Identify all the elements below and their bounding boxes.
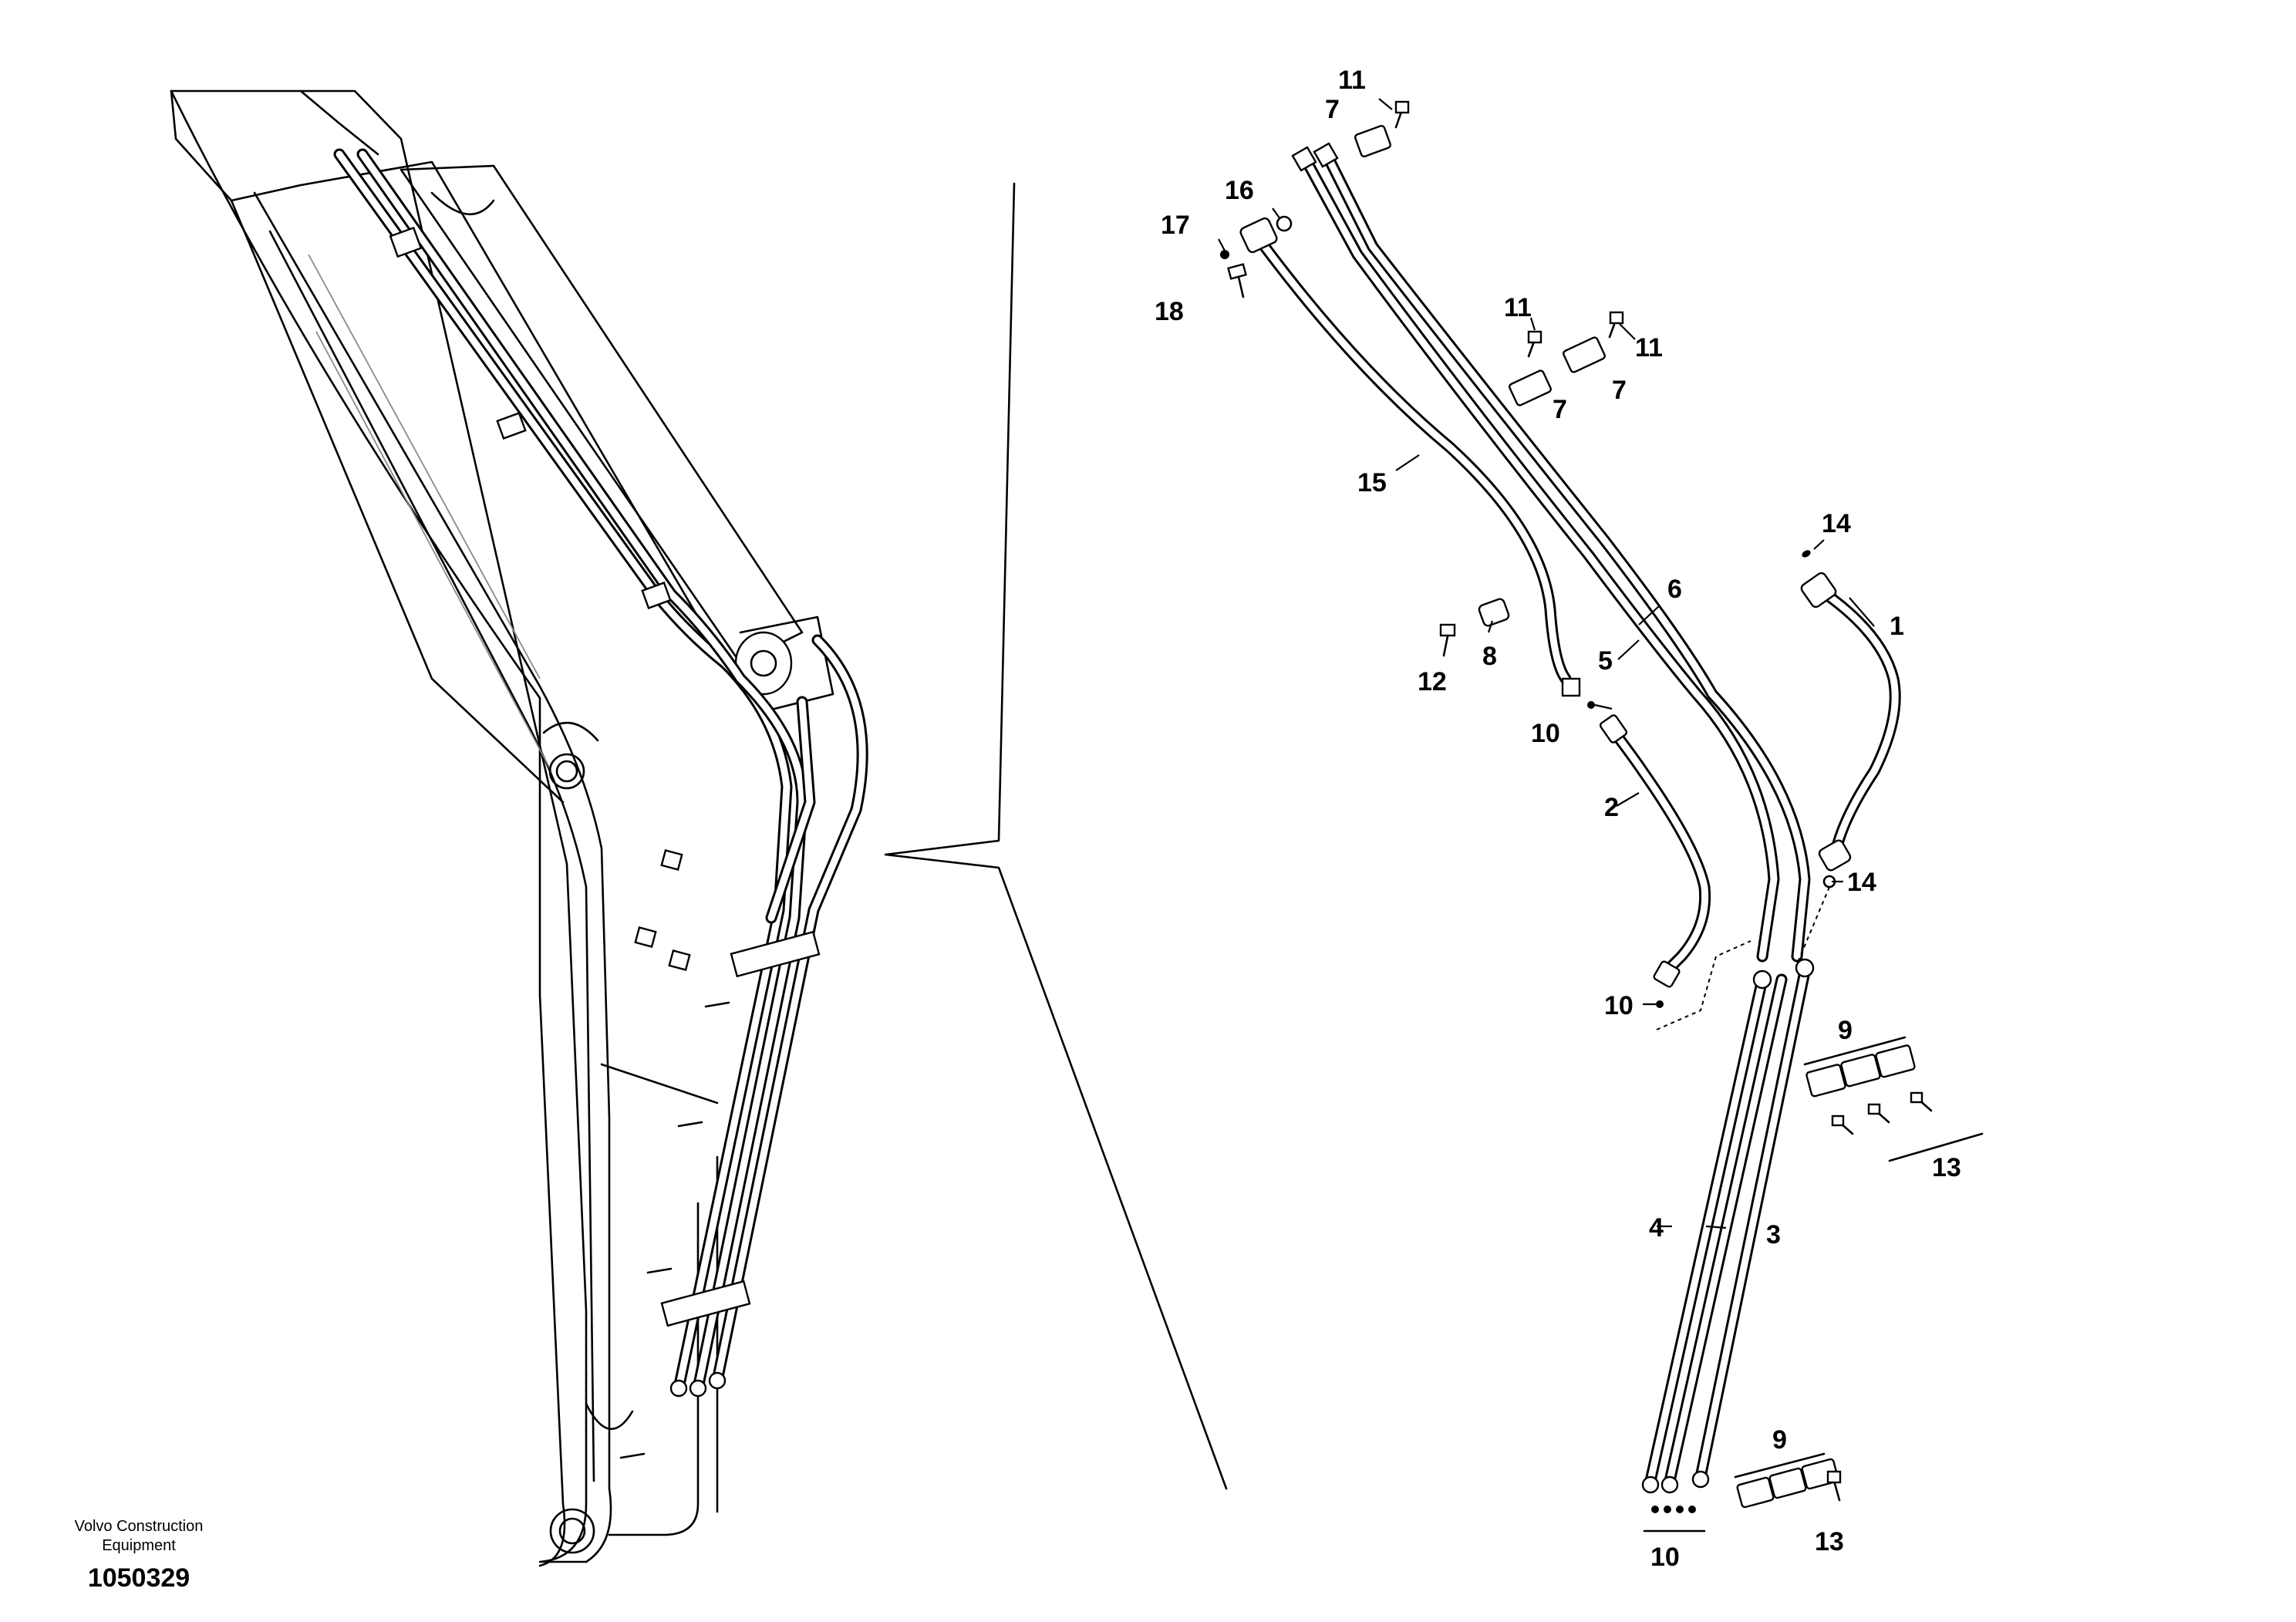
callout-14: 14 xyxy=(1822,509,1851,538)
callout-13: 13 xyxy=(1815,1527,1844,1556)
clamp-7-top xyxy=(1354,124,1391,158)
callout-7: 7 xyxy=(1612,376,1627,405)
seal-16 xyxy=(1276,215,1293,232)
callout-12: 12 xyxy=(1418,667,1447,696)
seal-14-upper xyxy=(1802,550,1811,558)
clamp-7-mid-right xyxy=(1563,336,1606,373)
seal-set-10-bottom xyxy=(1643,1506,1706,1533)
install-line-10 xyxy=(1656,940,1752,1030)
callout-1: 1 xyxy=(1890,612,1904,641)
callout-5: 5 xyxy=(1598,646,1613,676)
seal-10-upper xyxy=(1587,701,1595,709)
callout-10: 10 xyxy=(1604,991,1633,1020)
clamp-7-mid-left xyxy=(1509,369,1552,406)
callout-3: 3 xyxy=(1766,1220,1781,1249)
boom-assembly-view xyxy=(170,89,868,1567)
company-name-line1: Volvo Construction xyxy=(75,1518,204,1535)
callout-16: 16 xyxy=(1225,176,1254,205)
callout-11: 11 xyxy=(1504,293,1532,322)
hose-15 xyxy=(1239,217,1581,697)
hose-5-6 xyxy=(1291,142,1811,963)
seal-17 xyxy=(1220,250,1229,259)
install-line-14 xyxy=(1796,886,1830,965)
callout-7: 7 xyxy=(1553,395,1567,424)
callout-4: 4 xyxy=(1649,1213,1664,1243)
leader-lines xyxy=(1218,98,1875,1229)
callout-labels: 11 7 16 17 18 11 11 7 7 15 14 6 1 8 5 12… xyxy=(1155,66,1961,1572)
footer: Volvo Construction Equipment 1050329 xyxy=(75,1518,204,1593)
view-pointer xyxy=(884,182,1228,1490)
hose-1 xyxy=(1800,572,1901,872)
callout-13: 13 xyxy=(1932,1153,1961,1182)
callout-18: 18 xyxy=(1155,297,1184,326)
callout-7: 7 xyxy=(1325,95,1340,124)
callout-8: 8 xyxy=(1482,642,1497,671)
hose-2 xyxy=(1599,714,1711,988)
callout-15: 15 xyxy=(1357,468,1387,497)
callout-17: 17 xyxy=(1161,211,1190,240)
bolt-icons xyxy=(1227,100,1624,657)
callout-11: 11 xyxy=(1635,333,1663,363)
drawing-number: 1050329 xyxy=(88,1563,190,1593)
company-name-line2: Equipment xyxy=(102,1537,176,1554)
callout-9: 9 xyxy=(1772,1425,1787,1455)
callout-10: 10 xyxy=(1650,1543,1680,1572)
exploded-parts-view: 11 7 16 17 18 11 11 7 7 15 14 6 1 8 5 12… xyxy=(1155,66,1984,1572)
seal-10-lower xyxy=(1656,1000,1664,1008)
clamp-8 xyxy=(1478,598,1510,627)
bolts-13-upper xyxy=(1831,1091,1984,1162)
callout-14: 14 xyxy=(1847,868,1876,897)
callout-11: 11 xyxy=(1338,66,1366,95)
boom-hose-bundle xyxy=(333,148,868,1394)
callout-9: 9 xyxy=(1838,1016,1853,1045)
clamp-set-9-lower xyxy=(1734,1452,1839,1509)
bolt-13-lower xyxy=(1826,1470,1842,1484)
callout-2: 2 xyxy=(1604,793,1619,822)
clamp-set-9-upper xyxy=(1803,1036,1916,1098)
tubes-3-4 xyxy=(1641,958,1815,1494)
callout-10: 10 xyxy=(1531,719,1560,748)
callout-6: 6 xyxy=(1667,575,1682,604)
